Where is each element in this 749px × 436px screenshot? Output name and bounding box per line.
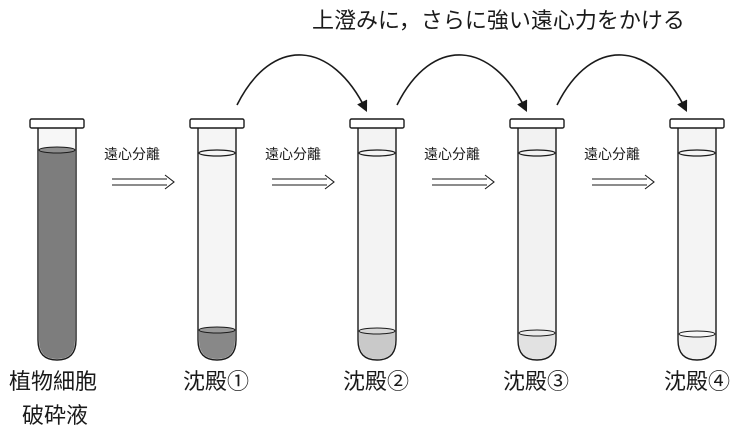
centrifugation-label-1: 遠心分離 [104,147,160,163]
homogenate-liquid [39,150,75,359]
centrifugation-label-4: 遠心分離 [584,147,640,163]
sediment-surface [198,326,236,334]
tube-cap [29,118,85,129]
tube-cap [189,118,245,129]
tube-homogenate [29,118,85,361]
tube-body [677,126,717,361]
sediment [519,333,555,359]
centrifugation-label-2: 遠心分離 [265,147,321,163]
tube-precipitate-1 [189,118,245,361]
precipitate-label-3: 沈殿③ [503,370,570,395]
supernatant-arrow-1 [236,54,368,113]
tube-precipitate-4 [669,118,725,361]
sediment-surface [518,329,556,337]
sediment [199,330,235,359]
tube-body [357,126,397,361]
liquid-surface [38,146,76,154]
liquid-surface [678,149,716,157]
sample-label-line1: 植物細胞 [9,370,98,395]
tube-body [517,126,557,361]
precipitate-label-2: 沈殿② [343,370,410,395]
sediment [679,334,715,359]
sediment [359,331,395,359]
tube-body [197,126,237,361]
precipitate-label-4: 沈殿④ [664,370,731,395]
precipitate-label-1: 沈殿① [183,370,250,395]
process-arrow-1 [112,174,175,190]
liquid-surface [198,149,236,157]
process-arrow-4 [592,174,655,190]
liquid-surface [518,149,556,157]
tube-cap [349,118,405,129]
sediment-surface [358,327,396,335]
supernatant-arrow-3 [556,54,688,113]
tube-precipitate-2 [349,118,405,361]
tube-precipitate-3 [509,118,565,361]
process-arrow-3 [432,174,495,190]
sediment-surface [678,330,716,338]
centrifugation-label-3: 遠心分離 [424,147,480,163]
tube-cap [509,118,565,129]
supernatant-arrow-2 [396,54,528,113]
process-arrow-2 [272,174,335,190]
supernatant-caption: 上澄みに，さらに強い遠心力をかける [312,9,685,34]
sample-label-line2: 破砕液 [22,404,89,429]
tube-cap [669,118,725,129]
liquid-surface [358,149,396,157]
